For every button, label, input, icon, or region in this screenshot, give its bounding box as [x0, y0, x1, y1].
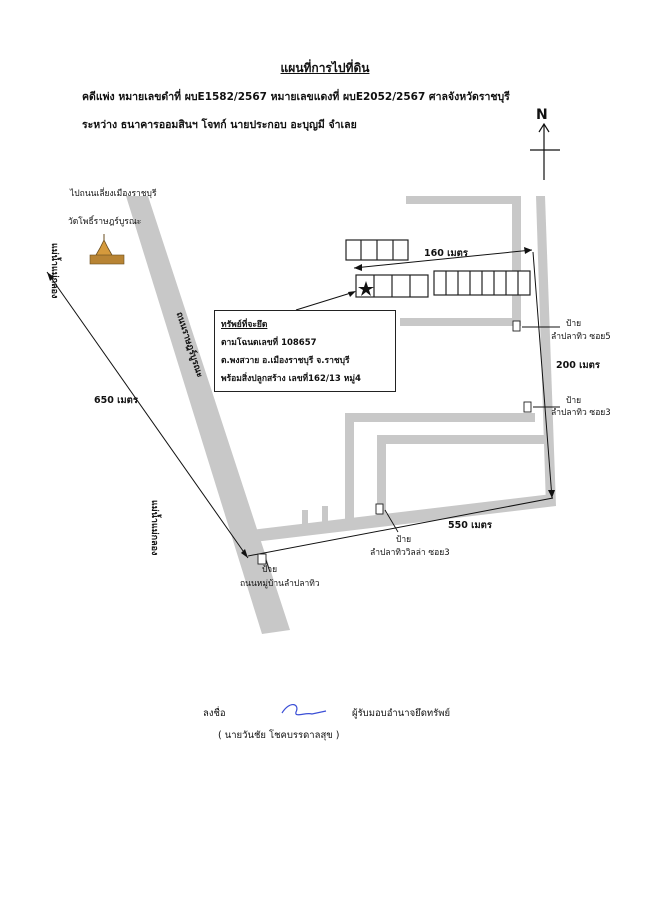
right-road [536, 196, 556, 506]
label-river-top: แม่น้ำแม่กลอง [49, 243, 59, 299]
property-location: ต.พงสวาย อ.เมืองราชบุรี จ.ราชบุรี [221, 356, 350, 366]
north-label: N [536, 107, 548, 123]
sign-pointers [265, 326, 560, 573]
sign-label-4b: ถนนหมู่บ้านลำปลาทิว [240, 579, 320, 589]
dim-650-line [46, 271, 249, 559]
soi-roads [302, 196, 546, 532]
sign-icons [257, 320, 532, 565]
label-temple: วัดโพธิ์ราษฎร์บูรณะ [68, 217, 142, 227]
dim-550-line [247, 497, 554, 557]
sign-label-2a: ป้าย [566, 396, 582, 406]
parties-line: ระหว่าง ธนาคารออมสินฯ โจทก์ นายประกอบ อะ… [82, 119, 357, 131]
temple-icon [89, 234, 125, 265]
dim-200-line [532, 251, 553, 499]
label-160: 160 เมตร [424, 248, 468, 259]
signature-label: ลงชื่อ [203, 708, 226, 719]
main-road [126, 196, 290, 634]
north-arrow-icon [530, 122, 560, 180]
property-deed: ตามโฉนดเลขที่ 108657 [221, 338, 317, 348]
signature-scribble [281, 704, 327, 716]
pointer-line [295, 291, 355, 311]
sign-icon [375, 503, 384, 515]
sign-icon [512, 320, 521, 332]
property-info-box: ทรัพย์ที่จะยึด ตามโฉนดเลขที่ 108657 ต.พง… [214, 310, 396, 392]
building-rows [345, 239, 531, 298]
sign-label-2b: ลำปลาทิว ซอย3 [551, 408, 611, 418]
signature-name: ( นายวันชัย โชคบรรดาลสุข ) [218, 730, 340, 741]
sign-label-4a: ป้าย [262, 565, 278, 575]
sign-label-1a: ป้าย [566, 319, 582, 329]
page-title: แผนที่การไปที่ดิน [280, 61, 370, 75]
sign-icon [257, 553, 267, 565]
dim-160-line [353, 249, 533, 269]
pointer-arrow-icon [348, 291, 356, 297]
property-heading: ทรัพย์ที่จะยึด [221, 320, 268, 330]
sign-label-3b: ลำปลาทิววิลล่า ซอย3 [370, 548, 450, 558]
star-icon [358, 281, 374, 296]
sign-icon [523, 401, 532, 413]
signature-role: ผู้รับมอบอำนาจยึดทรัพย์ [352, 708, 451, 719]
label-to-bypass: ไปถนนเลี่ยงเมืองราชบุรี [70, 189, 157, 199]
case-line: คดีแพ่ง หมายเลขดำที่ ผบE1582/2567 หมายเล… [82, 91, 510, 103]
property-building: พร้อมสิ่งปลูกสร้าง เลขที่162/13 หมู่4 [221, 374, 361, 384]
label-200: 200 เมตร [556, 360, 600, 371]
label-650: 650 เมตร [94, 395, 138, 406]
sign-label-3a: ป้าย [396, 535, 412, 545]
label-river-bottom: แม่น้ำแม่กลอง [149, 500, 159, 556]
label-550: 550 เมตร [448, 520, 492, 531]
sign-label-1b: ลำปลาทิว ซอย5 [551, 332, 611, 342]
village-road [242, 494, 556, 543]
